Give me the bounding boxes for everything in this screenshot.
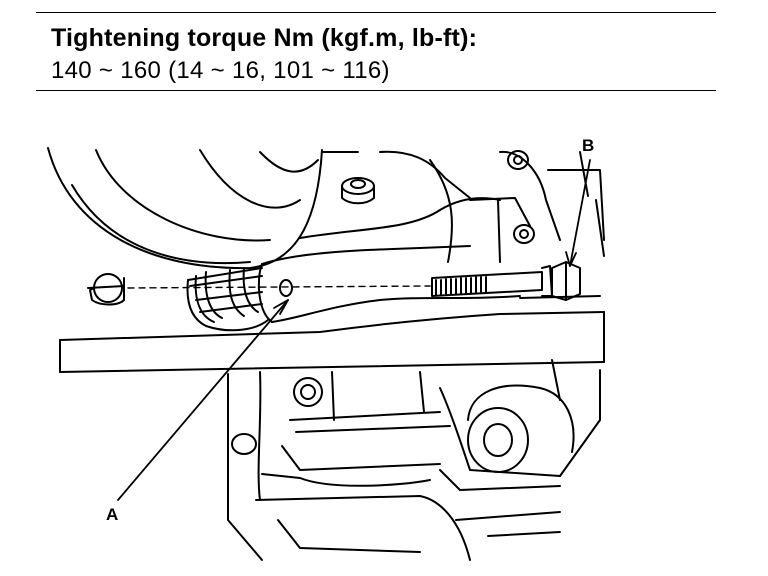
mount-bolt-illustration: A B: [47, 136, 605, 561]
top-nut: [341, 177, 375, 205]
callout-b: B: [582, 136, 594, 155]
callout-a: A: [106, 505, 118, 524]
centerline-dashed: [127, 285, 431, 289]
long-bolt: [431, 261, 581, 301]
leader-lines: [117, 159, 591, 501]
frame-rail: [59, 295, 605, 373]
top-rule: [36, 12, 716, 13]
upper-housing: [299, 150, 605, 263]
bracket-bolts: [507, 150, 535, 244]
bottom-rule: [36, 90, 716, 91]
torque-spec-value: 140 ~ 160 (14 ~ 16, 101 ~ 116): [51, 57, 390, 84]
flange-nut-left: [87, 273, 125, 306]
torque-spec-title: Tightening torque Nm (kgf.m, lb-ft):: [51, 24, 478, 52]
bushing: [186, 267, 269, 332]
wheel-drum: [47, 147, 323, 270]
mount-arm: [257, 245, 521, 323]
lower-casting: [227, 359, 601, 561]
